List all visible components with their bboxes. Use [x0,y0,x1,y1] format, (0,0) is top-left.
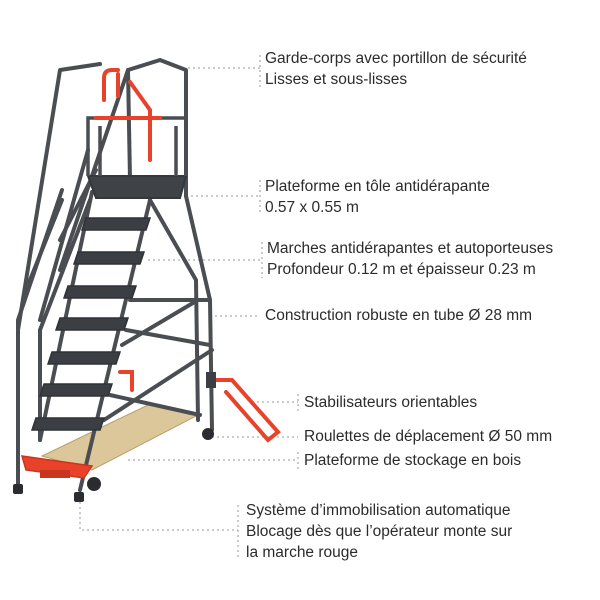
callout-storage: Plateforme de stockage en bois [304,450,521,471]
callout-wheels: Roulettes de déplacement Ø 50 mm [304,426,552,447]
leader-brake [79,492,239,560]
callout-line: Système d’immobilisation automatique [246,502,511,519]
step [38,383,114,397]
rear-leg-right [38,198,92,442]
foot [74,492,84,502]
leader-stabilizers [252,394,299,412]
leader-storage [128,452,299,470]
step [80,217,152,231]
callout-line: Roulettes de déplacement Ø 50 mm [304,428,553,445]
step [46,351,122,365]
foot [13,484,23,494]
callout-brake: Système d’immobilisation automatique Blo… [246,500,512,563]
leader-steps [148,242,263,278]
brake-block [40,470,70,478]
callout-line: Profondeur 0.12 m et épaisseur 0.23 m [267,261,536,278]
callout-stabilizers: Stabilisateurs orientables [304,392,477,413]
leader-guardrail [188,55,261,88]
leader-lines [79,55,299,560]
step [30,417,106,431]
safety-gate [94,68,162,162]
steps [30,217,152,431]
wheel [202,428,214,440]
callout-line: Plateforme en tôle antidérapante [265,178,490,195]
callout-line: Marches antidérapantes et autoporteuses [267,240,554,257]
wood-storage-platform [40,403,202,471]
handrail-left [16,62,102,332]
cross-brace [102,298,214,422]
stringer-right [78,198,152,492]
callout-steps: Marches antidérapantes et autoporteuses … [267,238,553,280]
wheel [87,477,101,491]
callout-line: Garde-corps avec portillon de sécurité [265,50,527,67]
step [72,251,146,265]
handrail-right [58,58,188,272]
leader-platform [186,180,261,214]
step [62,285,138,299]
callout-line: Blocage dès que l’opérateur monte sur [246,523,513,540]
top-platform [86,175,188,199]
support-leg-mid [148,198,200,422]
callout-line: Stabilisateurs orientables [304,394,478,411]
step [54,317,130,331]
wheels [13,428,214,502]
stringer-left [38,190,94,442]
callout-line: 0.57 x 0.55 m [265,199,359,216]
stabilizer-clamp [206,372,216,388]
callout-tube: Construction robuste en tube Ø 28 mm [265,305,532,326]
callout-platform: Plateforme en tôle antidérapante 0.57 x … [265,176,490,218]
callout-line: Construction robuste en tube Ø 28 mm [265,307,533,324]
stabilizer-arms [118,370,281,443]
callout-guardrail: Garde-corps avec portillon de sécurité L… [265,48,527,90]
callout-line: Plateforme de stockage en bois [304,452,522,469]
callout-line: Lisses et sous-lisses [265,71,408,88]
callout-line: la marche rouge [246,544,359,561]
red-brake-step [20,455,94,479]
